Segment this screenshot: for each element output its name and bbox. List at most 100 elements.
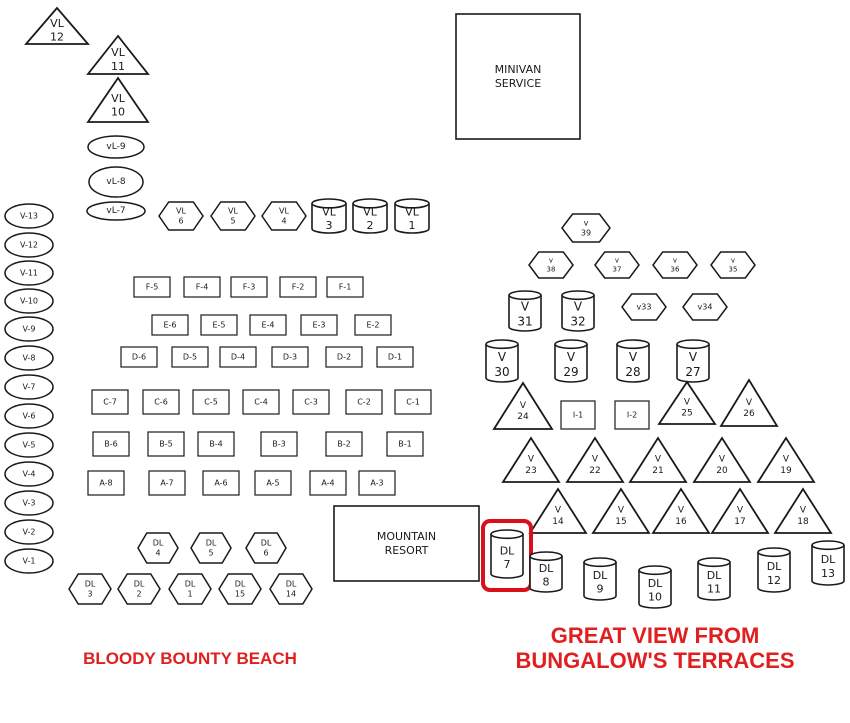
bungalow-triangle-v-23[interactable]: V23	[501, 436, 561, 483]
bungalow-oval-v-7[interactable]: V-7	[4, 374, 54, 400]
bungalow-hexagon-dl-5[interactable]: DL5	[190, 532, 232, 564]
bungalow-hexagon-dl-3[interactable]: DL3	[68, 573, 112, 605]
bungalow-cylinder-vl-1[interactable]: VL1	[394, 198, 430, 234]
bungalow-cylinder-vl-3[interactable]: VL3	[311, 198, 347, 234]
bungalow-square-a-4[interactable]: A-4	[309, 470, 347, 496]
bungalow-oval-v-4[interactable]: V-4	[4, 461, 54, 487]
bungalow-oval-vl-9[interactable]: vL-9	[87, 135, 145, 159]
bungalow-square-f-4[interactable]: F-4	[183, 276, 221, 298]
bungalow-hexagon-dl-6[interactable]: DL6	[245, 532, 287, 564]
bungalow-square-b-1[interactable]: B-1	[386, 431, 424, 457]
bungalow-hexagon-v-36[interactable]: v36	[652, 251, 698, 279]
bungalow-square-d-4[interactable]: D-4	[219, 346, 257, 368]
bungalow-square-b-3[interactable]: B-3	[260, 431, 298, 457]
bungalow-square-f-3[interactable]: F-3	[230, 276, 268, 298]
bungalow-square-e-5[interactable]: E-5	[200, 314, 238, 336]
bungalow-oval-v-9[interactable]: V-9	[4, 316, 54, 342]
bungalow-oval-v-11[interactable]: V-11	[4, 260, 54, 286]
bungalow-hexagon-dl-2[interactable]: DL2	[117, 573, 161, 605]
bungalow-triangle-v-18[interactable]: V18	[773, 487, 833, 534]
bungalow-hexagon-dl-4[interactable]: DL4	[137, 532, 179, 564]
bungalow-hexagon-vl-6[interactable]: VL6	[158, 201, 204, 231]
bungalow-oval-v-2[interactable]: V-2	[4, 519, 54, 545]
bungalow-triangle-v-25[interactable]: V25	[657, 380, 717, 425]
bungalow-square-c-6[interactable]: C-6	[142, 389, 180, 415]
bungalow-square-a-8[interactable]: A-8	[87, 470, 125, 496]
bungalow-hexagon-v-39[interactable]: v39	[561, 213, 611, 243]
bungalow-square-c-7[interactable]: C-7	[91, 389, 129, 415]
bungalow-hexagon-v-37[interactable]: v37	[594, 251, 640, 279]
bungalow-hexagon-vl-5[interactable]: VL5	[210, 201, 256, 231]
bungalow-oval-v-10[interactable]: V-10	[4, 288, 54, 314]
bungalow-cylinder-v-27[interactable]: V27	[676, 339, 710, 383]
bungalow-cylinder-dl-9[interactable]: DL9	[583, 557, 617, 601]
bungalow-square-b-6[interactable]: B-6	[92, 431, 130, 457]
bungalow-hexagon-v-35[interactable]: v35	[710, 251, 756, 279]
bungalow-oval-vl-7[interactable]: vL-7	[86, 201, 146, 221]
bungalow-oval-v-12[interactable]: V-12	[4, 232, 54, 258]
bungalow-square-b-4[interactable]: B-4	[197, 431, 235, 457]
bungalow-cylinder-v-30[interactable]: V30	[485, 339, 519, 383]
bungalow-square-a-6[interactable]: A-6	[202, 470, 240, 496]
bungalow-square-a-7[interactable]: A-7	[148, 470, 186, 496]
bungalow-oval-v-5[interactable]: V-5	[4, 432, 54, 458]
bungalow-hexagon-v34[interactable]: v34	[682, 293, 728, 321]
bungalow-square-i-1[interactable]: I-1	[560, 400, 596, 430]
bungalow-oval-v-3[interactable]: V-3	[4, 490, 54, 516]
bungalow-square-d-5[interactable]: D-5	[171, 346, 209, 368]
bungalow-cylinder-dl-8[interactable]: DL8	[529, 551, 563, 593]
bungalow-oval-vl-8[interactable]: vL-8	[88, 166, 144, 198]
bungalow-hexagon-vl-4[interactable]: VL4	[261, 201, 307, 231]
bungalow-square-a-5[interactable]: A-5	[254, 470, 292, 496]
bungalow-triangle-v-15[interactable]: V15	[591, 487, 651, 534]
bungalow-square-i-2[interactable]: I-2	[614, 400, 650, 430]
bungalow-hexagon-v-38[interactable]: v38	[528, 251, 574, 279]
bungalow-oval-v-8[interactable]: V-8	[4, 345, 54, 371]
bungalow-hexagon-v33[interactable]: v33	[621, 293, 667, 321]
bungalow-hexagon-dl-1[interactable]: DL1	[168, 573, 212, 605]
bungalow-square-e-4[interactable]: E-4	[249, 314, 287, 336]
bungalow-square-c-2[interactable]: C-2	[345, 389, 383, 415]
bungalow-triangle-v-17[interactable]: V17	[710, 487, 770, 534]
bungalow-square-c-1[interactable]: C-1	[394, 389, 432, 415]
bungalow-oval-v-13[interactable]: V-13	[4, 203, 54, 229]
bungalow-square-b-2[interactable]: B-2	[325, 431, 363, 457]
bungalow-square-b-5[interactable]: B-5	[147, 431, 185, 457]
bungalow-triangle-v-21[interactable]: V21	[628, 436, 688, 483]
bungalow-triangle-v-14[interactable]: V14	[528, 487, 588, 534]
bungalow-square-d-2[interactable]: D-2	[325, 346, 363, 368]
bungalow-square-e-2[interactable]: E-2	[354, 314, 392, 336]
bungalow-cylinder-v-29[interactable]: V29	[554, 339, 588, 383]
bungalow-square-c-3[interactable]: C-3	[292, 389, 330, 415]
bungalow-oval-v-1[interactable]: V-1	[4, 548, 54, 574]
bungalow-triangle-v-16[interactable]: V16	[651, 487, 711, 534]
bungalow-cylinder-v-32[interactable]: V32	[561, 290, 595, 332]
bungalow-square-d-3[interactable]: D-3	[271, 346, 309, 368]
bungalow-cylinder-v-31[interactable]: V31	[508, 290, 542, 332]
bungalow-square-e-6[interactable]: E-6	[151, 314, 189, 336]
bungalow-cylinder-vl-2[interactable]: VL2	[352, 198, 388, 234]
bungalow-oval-v-6[interactable]: V-6	[4, 403, 54, 429]
bungalow-square-d-1[interactable]: D-1	[376, 346, 414, 368]
bungalow-square-d-6[interactable]: D-6	[120, 346, 158, 368]
bungalow-square-c-5[interactable]: C-5	[192, 389, 230, 415]
bungalow-cylinder-v-28[interactable]: V28	[616, 339, 650, 383]
bungalow-square-f-1[interactable]: F-1	[326, 276, 364, 298]
bungalow-square-c-4[interactable]: C-4	[242, 389, 280, 415]
bungalow-square-f-2[interactable]: F-2	[279, 276, 317, 298]
bungalow-square-e-3[interactable]: E-3	[300, 314, 338, 336]
bungalow-triangle-v-26[interactable]: V26	[719, 378, 779, 427]
bungalow-triangle-v-19[interactable]: V19	[756, 436, 816, 483]
bungalow-triangle-v-20[interactable]: V20	[692, 436, 752, 483]
bungalow-square-a-3[interactable]: A-3	[358, 470, 396, 496]
bungalow-triangle-v-24[interactable]: V24	[492, 381, 554, 430]
